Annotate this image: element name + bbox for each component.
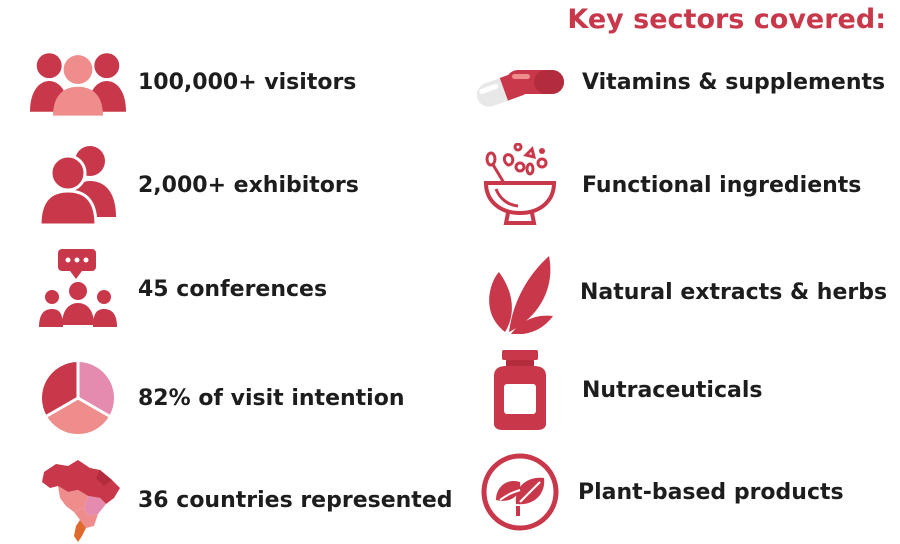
sector-label: Nutraceuticals [582,377,763,403]
stat-item-exhibitors: 2,000+ exhibitors [30,143,359,227]
sector-label: Functional ingredients [582,172,862,198]
stat-item-countries: 36 countries represented [30,456,453,544]
sector-item-functional: Functional ingredients [472,143,861,227]
sector-label: Plant-based products [578,479,844,505]
stat-label: 2,000+ exhibitors [138,172,359,198]
sector-item-vitamins: Vitamins & supplements [472,40,885,124]
stat-label: 36 countries represented [138,487,453,513]
stat-label: 100,000+ visitors [138,69,357,95]
sector-label: Natural extracts & herbs [580,279,888,305]
stat-item-conferences: 45 conferences [30,247,327,331]
food-bowl-icon [472,143,568,227]
stat-item-visitors: 100,000+ visitors [30,40,356,124]
pill-capsule-icon [472,40,568,124]
sector-item-plant-based: Plant-based products [472,450,844,534]
pie-chart-icon [30,356,126,440]
stat-label: 45 conferences [138,276,328,302]
visitors-group-icon [30,40,126,124]
stat-label: 82% of visit intention [138,385,405,411]
key-sectors-heading: Key sectors covered: [567,4,886,35]
sector-item-extracts: Natural extracts & herbs [472,250,887,334]
exhibitors-people-icon [30,143,126,227]
leaves-icon [472,250,568,334]
plant-circle-icon [472,450,568,534]
brazil-map-icon [30,456,126,544]
sector-item-nutraceuticals: Nutraceuticals [472,348,763,432]
sector-label: Vitamins & supplements [582,69,886,95]
stat-item-visit-intention: 82% of visit intention [30,356,405,440]
supplement-jar-icon [472,348,568,432]
conference-audience-icon [30,247,126,331]
